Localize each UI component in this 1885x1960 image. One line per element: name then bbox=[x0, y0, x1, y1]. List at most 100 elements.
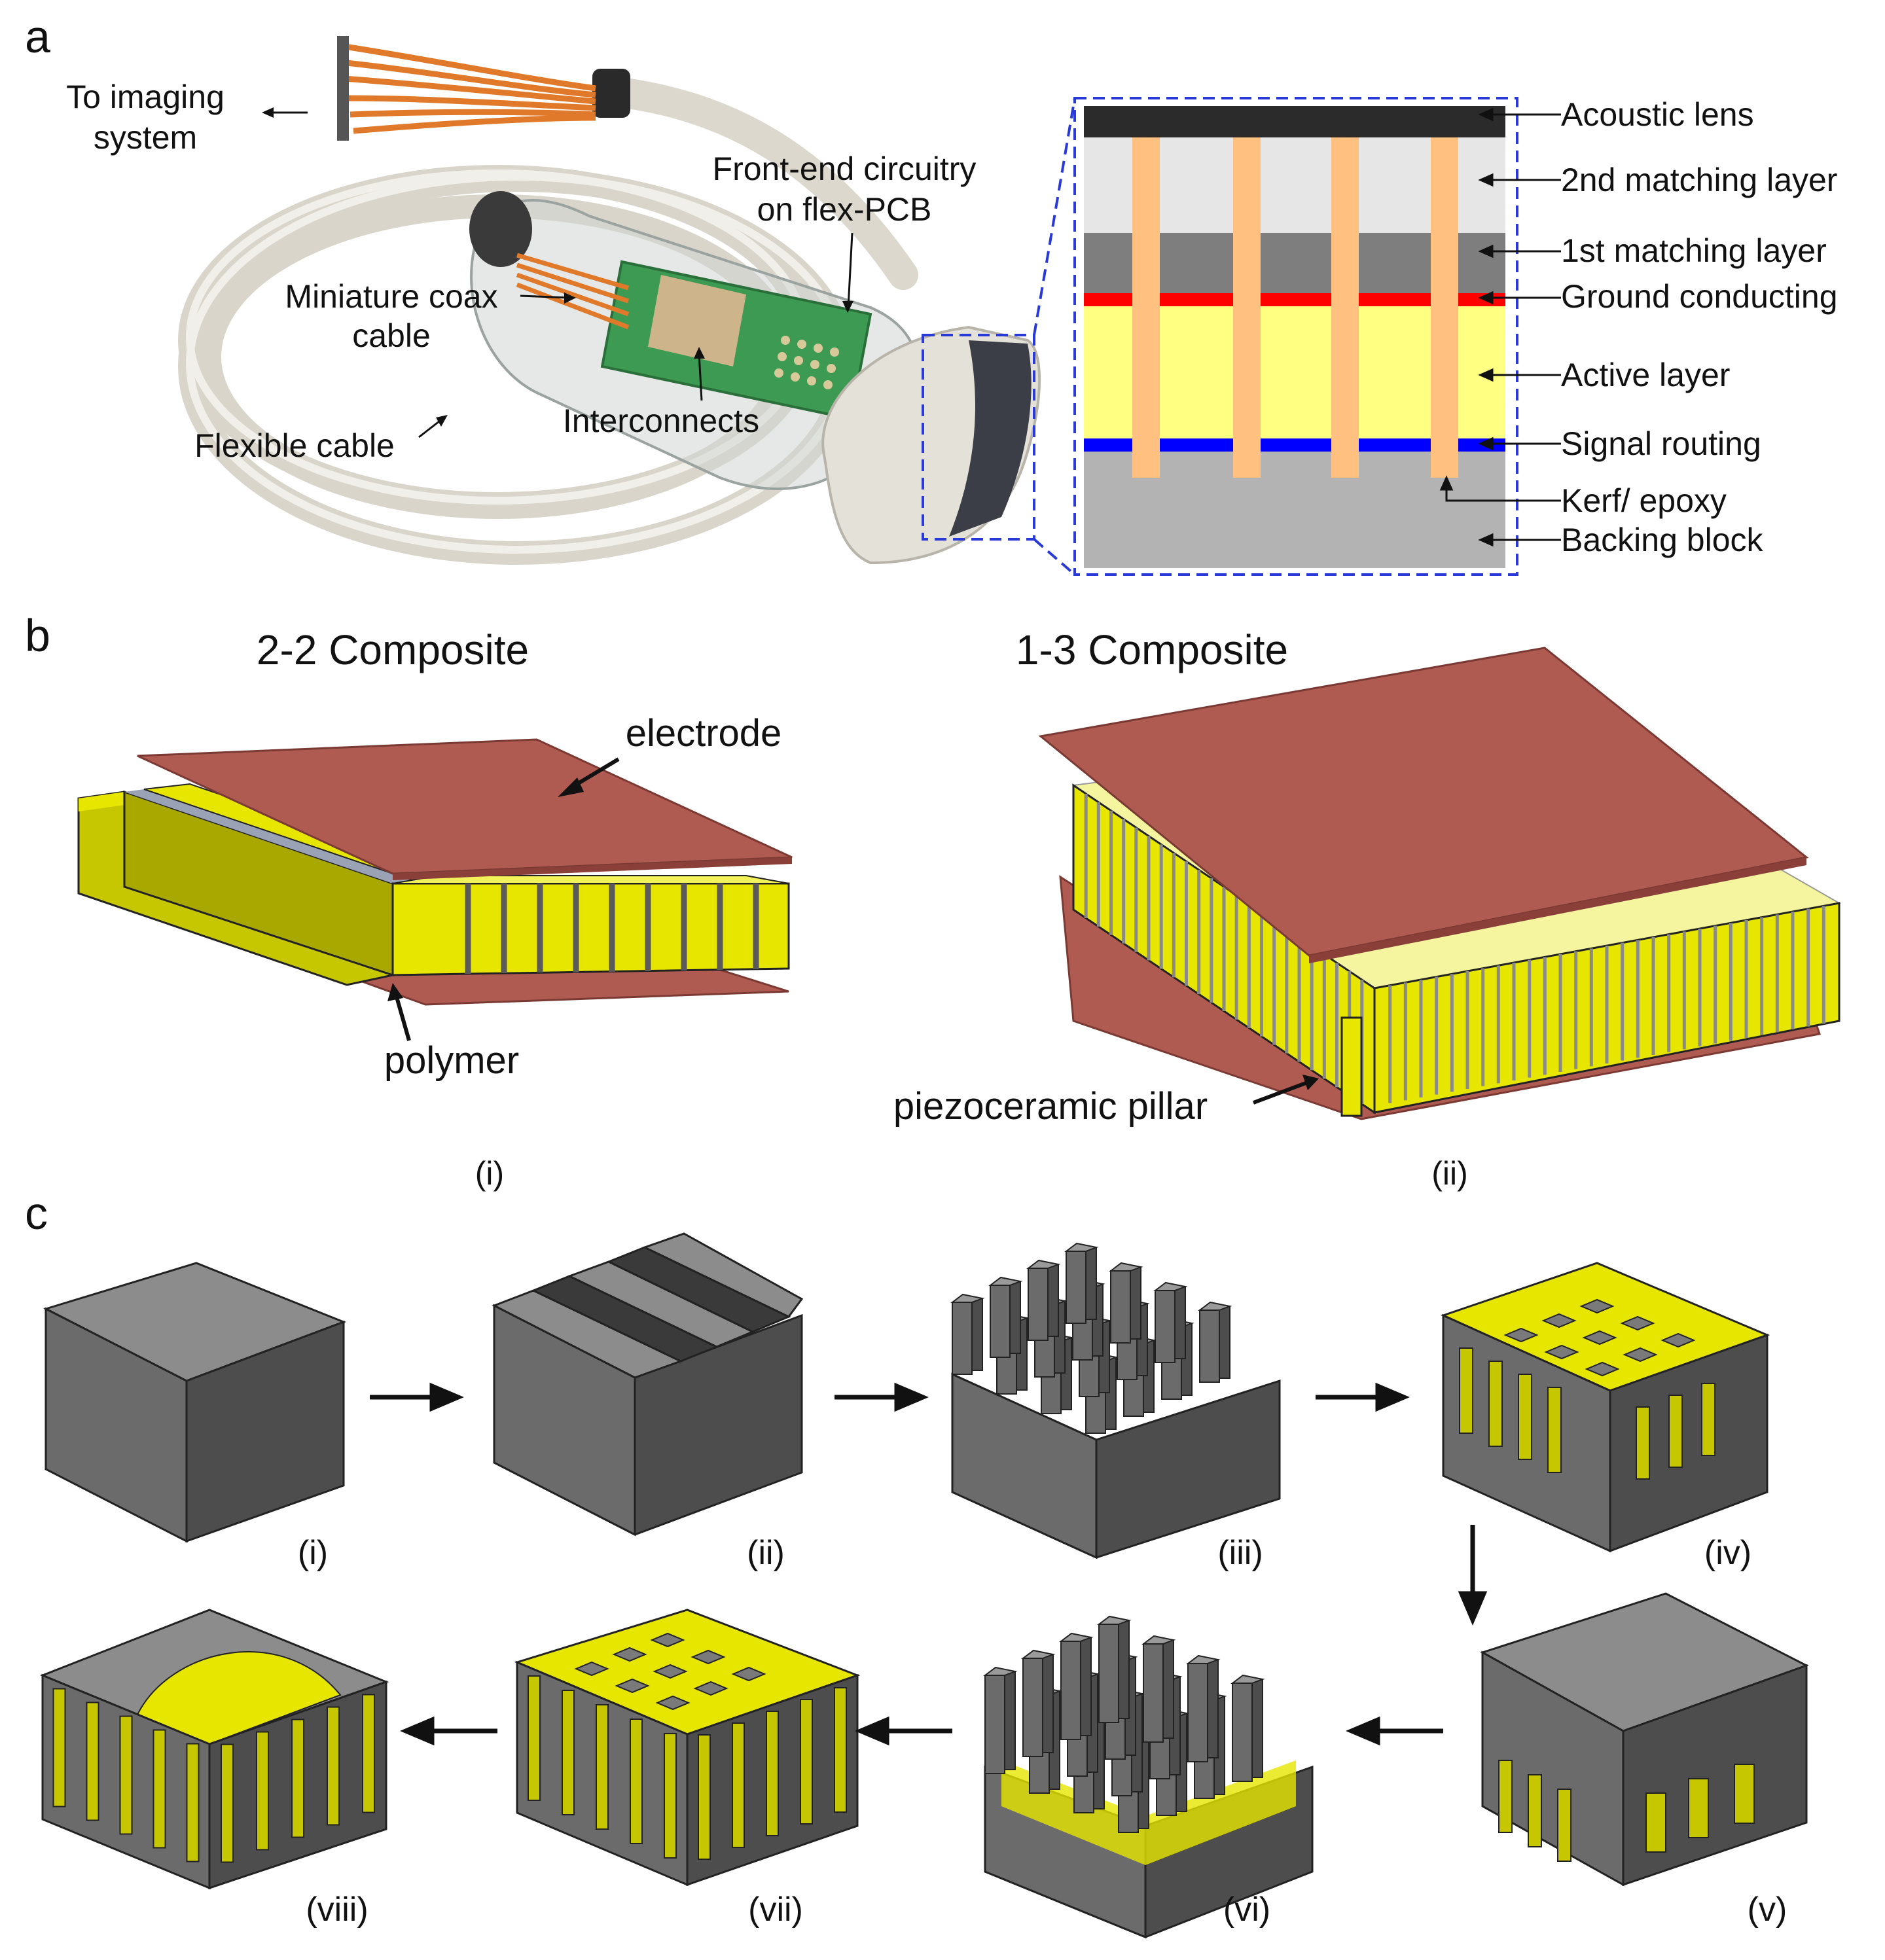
step-caption-iv: (iv) bbox=[1704, 1534, 1751, 1572]
piezo-stripe bbox=[221, 1743, 234, 1863]
ceramic-top-square bbox=[1585, 1361, 1620, 1377]
piezo-stripe bbox=[52, 1688, 66, 1808]
ceramic-pillar-side bbox=[1207, 1659, 1219, 1758]
step-vi-lapped bbox=[983, 1615, 1314, 1939]
composite-22-title: 2-2 Composite bbox=[257, 626, 529, 673]
ceramic-pillar-side bbox=[1004, 1671, 1016, 1770]
ceramic-pillar-top bbox=[950, 1293, 985, 1303]
ceramic-pillar bbox=[1028, 1268, 1049, 1341]
ceramic-pillar bbox=[990, 1285, 1011, 1358]
ceramic-pillar bbox=[1199, 1310, 1220, 1383]
step-caption-viii: (viii) bbox=[306, 1891, 368, 1929]
ceramic-pillar-top bbox=[1153, 1281, 1188, 1291]
piezo-stripe bbox=[528, 1675, 541, 1801]
panel-label-c: c bbox=[25, 1188, 48, 1239]
ceramic-top-square bbox=[615, 1678, 650, 1694]
piezo-stripe bbox=[153, 1729, 166, 1849]
ceramic-pillar bbox=[1060, 1641, 1081, 1740]
layer-signal bbox=[1084, 438, 1505, 452]
ceramic-pillar bbox=[1110, 1270, 1131, 1344]
ceramic-pillar bbox=[1232, 1683, 1253, 1782]
step-i-block bbox=[43, 1262, 347, 1543]
ceramic-pillar-top bbox=[1230, 1674, 1265, 1684]
layer-ground bbox=[1084, 293, 1505, 306]
ceramic-pillar-side bbox=[1162, 1639, 1174, 1739]
ceramic-pillar-side bbox=[1042, 1654, 1054, 1753]
piezo-stripe bbox=[698, 1734, 711, 1860]
label-2nd-matching: 2nd matching layer bbox=[1561, 162, 1837, 198]
ceramic-top-square bbox=[1503, 1327, 1539, 1343]
ceramic-top-square bbox=[691, 1649, 726, 1665]
ceramic-pillar bbox=[1066, 1251, 1086, 1324]
ceramic-pillar-side bbox=[971, 1298, 983, 1371]
label-1st-matching: 1st matching layer bbox=[1561, 232, 1827, 269]
electrode-label: electrode bbox=[626, 712, 782, 755]
layer-stack: Acoustic lens 2nd matching layer 1st mat… bbox=[1073, 96, 1838, 576]
ceramic-pillar-side bbox=[1080, 1637, 1092, 1736]
ceramic-pillar-top bbox=[1109, 1262, 1143, 1272]
ceramic-pillar-top bbox=[983, 1666, 1018, 1676]
step-caption-vi: (vi) bbox=[1223, 1891, 1270, 1929]
composite-22-caption: (i) bbox=[475, 1155, 504, 1192]
ceramic-pillar bbox=[1187, 1663, 1208, 1762]
composite-13-caption: (ii) bbox=[1431, 1155, 1468, 1192]
ceramic-pillar-top bbox=[1097, 1615, 1132, 1625]
step-iv-filled bbox=[1440, 1262, 1770, 1553]
step-caption-iii: (iii) bbox=[1217, 1534, 1263, 1572]
photo-labels: To imaging system Front-end circuitry on… bbox=[66, 79, 976, 464]
polymer-label: polymer bbox=[384, 1039, 519, 1082]
step-caption-v: (v) bbox=[1748, 1891, 1787, 1929]
step-caption-i: (i) bbox=[298, 1534, 328, 1572]
ceramic-top-square bbox=[731, 1666, 766, 1682]
interconnects-label: Interconnects bbox=[563, 402, 759, 439]
composite-13-title: 1-3 Composite bbox=[1016, 626, 1288, 673]
layer-acoustic-lens bbox=[1084, 106, 1505, 137]
fabrication-steps: (i) (ii) (iii) (iv) (v) (vi) (vii) (viii… bbox=[39, 1232, 1809, 1939]
piezo-stripe bbox=[119, 1715, 133, 1835]
piezo-stripe bbox=[186, 1743, 200, 1862]
ceramic-pillar bbox=[1022, 1658, 1043, 1757]
piezo-stripe bbox=[327, 1706, 340, 1826]
pillar-label: piezoceramic pillar bbox=[893, 1085, 1208, 1128]
ceramic-top-square bbox=[1541, 1313, 1577, 1328]
ceramic-pillar-side bbox=[1047, 1264, 1059, 1337]
probe-illustration bbox=[178, 36, 1041, 565]
to-imaging-label-line2: system bbox=[94, 119, 197, 156]
label-active-layer: Active layer bbox=[1561, 357, 1730, 393]
piezo-stripe bbox=[664, 1733, 677, 1859]
ceramic-pillar bbox=[1098, 1624, 1119, 1723]
step-viii-electroded bbox=[39, 1609, 389, 1890]
piezo-stripe bbox=[86, 1702, 99, 1821]
label-backing-block: Backing block bbox=[1561, 522, 1763, 558]
ceramic-top-square bbox=[1544, 1344, 1579, 1360]
ceramic-top-square bbox=[653, 1664, 688, 1679]
piezo-stripe bbox=[362, 1694, 375, 1813]
kerf-epoxy-columns bbox=[1132, 137, 1458, 478]
step-caption-vii: (vii) bbox=[748, 1891, 803, 1929]
ceramic-top-square bbox=[650, 1632, 685, 1648]
front-end-label-line2: on flex-PCB bbox=[757, 191, 932, 228]
ceramic-pillar-top bbox=[1186, 1654, 1221, 1664]
panel-label-a: a bbox=[25, 11, 50, 62]
ceramic-pillar-top bbox=[1059, 1632, 1094, 1642]
ceramic-pillar bbox=[1155, 1290, 1176, 1363]
ceramic-pillar-top bbox=[1026, 1259, 1061, 1269]
ceramic-pillar-side bbox=[1118, 1620, 1130, 1719]
flexible-cable-label: Flexible cable bbox=[194, 427, 395, 464]
step-ii-slotted bbox=[492, 1232, 804, 1537]
ceramic-top-square bbox=[612, 1647, 647, 1662]
piezo-stripe bbox=[256, 1731, 269, 1851]
step-vii-composite bbox=[514, 1609, 861, 1887]
ceramic-top-square bbox=[1620, 1315, 1655, 1331]
ceramic-top-square bbox=[1579, 1298, 1615, 1314]
label-acoustic-lens: Acoustic lens bbox=[1561, 96, 1754, 133]
piezo-stripe bbox=[800, 1699, 813, 1825]
process-arrows bbox=[370, 1382, 1488, 1746]
ceramic-top-square bbox=[574, 1661, 609, 1677]
ceramic-top-square bbox=[655, 1695, 691, 1711]
coax-label-line2: cable bbox=[352, 317, 431, 354]
ceramic-pillar-side bbox=[1130, 1266, 1141, 1340]
coax-label-line1: Miniature coax bbox=[285, 278, 497, 315]
ceramic-pillar-side bbox=[1009, 1281, 1021, 1354]
